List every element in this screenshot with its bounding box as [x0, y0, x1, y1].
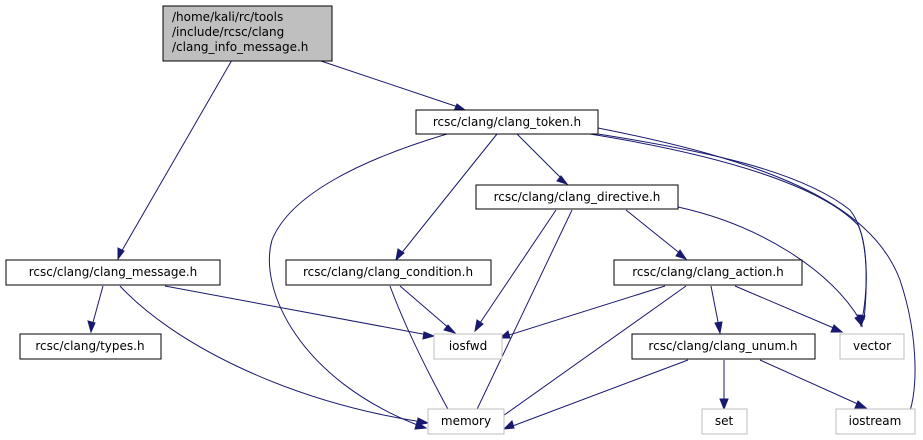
- edge-clang-message-to-iosfwd: [164, 285, 429, 336]
- node-memory: memory: [427, 408, 505, 435]
- nodes: /home/kali/rc/tools /include/rcsc/clang …: [5, 5, 916, 435]
- node-label: rcsc/clang/clang_unum.h: [648, 339, 797, 353]
- node-clang-info-message[interactable]: /home/kali/rc/tools /include/rcsc/clang …: [162, 5, 333, 62]
- edge-clang-token-to-iostream: [597, 127, 916, 421]
- edge-clang-message-to-memory: [119, 285, 423, 423]
- edge-clang-token-to-vector-2: [589, 133, 867, 321]
- node-box: [427, 408, 505, 435]
- edge-clang-token-to-memory: [268, 133, 448, 427]
- node-box: [285, 259, 492, 286]
- arrowhead: [474, 319, 484, 333]
- arrowhead: [117, 247, 125, 261]
- node-clang-token[interactable]: rcsc/clang/clang_token.h: [415, 109, 599, 135]
- arrowhead: [854, 400, 868, 409]
- node-label: rcsc/clang/types.h: [35, 339, 144, 353]
- node-box: [19, 333, 162, 360]
- node-label: iosfwd: [449, 339, 487, 353]
- edge-clang-action-to-clang-unum: [710, 285, 720, 328]
- edge-clang-action-to-memory: [492, 285, 687, 424]
- node-set: set: [701, 408, 748, 435]
- node-box: [433, 333, 503, 360]
- node-box: [631, 333, 816, 360]
- edge-clang-unum-to-memory: [509, 359, 689, 428]
- edge-clang-directive-to-vector: [677, 206, 861, 321]
- edge-clang-directive-to-iosfwd: [477, 209, 557, 327]
- node-box: [475, 184, 679, 210]
- node-box: [415, 109, 599, 135]
- node-label: rcsc/clang/clang_message.h: [29, 265, 198, 279]
- node-iosfwd: iosfwd: [433, 333, 503, 360]
- edge-clang-unum-to-iostream: [759, 359, 861, 406]
- edge-clang-token-to-clang-condition: [399, 133, 498, 256]
- node-label: rcsc/clang/clang_directive.h: [494, 190, 661, 204]
- node-box: [5, 259, 221, 286]
- node-label: memory: [441, 414, 491, 428]
- node-types[interactable]: rcsc/clang/types.h: [19, 333, 162, 360]
- node-vector: vector: [839, 333, 905, 360]
- arrowhead: [422, 331, 436, 340]
- node-box: [613, 259, 803, 286]
- arrowhead: [854, 314, 863, 328]
- node-label: set: [715, 414, 734, 428]
- edge-clang-action-to-iosfwd: [505, 285, 666, 337]
- node-clang-directive[interactable]: rcsc/clang/clang_directive.h: [475, 184, 679, 210]
- edge-clang-message-to-types: [91, 285, 104, 327]
- node-iostream: iostream: [835, 408, 916, 435]
- node-box: [162, 5, 333, 62]
- node-box: [701, 408, 748, 435]
- node-clang-action[interactable]: rcsc/clang/clang_action.h: [613, 259, 803, 286]
- edge-clang-token-to-clang-directive: [516, 133, 564, 181]
- edge-clang-token-to-vector: [597, 133, 867, 321]
- edge-clang-action-to-vector: [734, 285, 837, 330]
- node-label-line-2: /include/rcsc/clang: [172, 25, 284, 39]
- edge-root-to-clang-token: [317, 59, 462, 109]
- arrowhead: [416, 417, 430, 426]
- edge-root-to-clang-message: [119, 59, 233, 255]
- node-label: vector: [853, 339, 891, 353]
- node-box: [839, 333, 905, 360]
- edge-clang-directive-to-memory: [469, 209, 573, 425]
- node-clang-condition[interactable]: rcsc/clang/clang_condition.h: [285, 259, 492, 286]
- arrowhead: [830, 324, 844, 333]
- node-label: rcsc/clang/clang_condition.h: [303, 265, 473, 279]
- arrowhead: [502, 420, 515, 430]
- edge-clang-directive-to-clang-action: [625, 209, 683, 256]
- edge-clang-condition-to-iosfwd: [399, 285, 451, 330]
- arrowhead: [87, 320, 96, 334]
- arrowhead: [395, 248, 405, 262]
- node-label-line-1: /home/kali/rc/tools: [172, 10, 283, 24]
- arrowhead: [714, 321, 723, 335]
- arrowhead: [719, 398, 729, 411]
- node-clang-message[interactable]: rcsc/clang/clang_message.h: [5, 259, 221, 286]
- node-label: iostream: [849, 414, 902, 428]
- node-label: rcsc/clang/clang_action.h: [632, 265, 784, 279]
- arrowhead: [675, 249, 688, 260]
- node-box: [835, 408, 916, 435]
- node-label: rcsc/clang/clang_token.h: [433, 115, 581, 129]
- arrowhead: [556, 175, 569, 185]
- node-label-line-3: /clang_info_message.h: [172, 40, 308, 54]
- node-clang-unum[interactable]: rcsc/clang/clang_unum.h: [631, 333, 816, 360]
- arrowhead: [443, 324, 457, 334]
